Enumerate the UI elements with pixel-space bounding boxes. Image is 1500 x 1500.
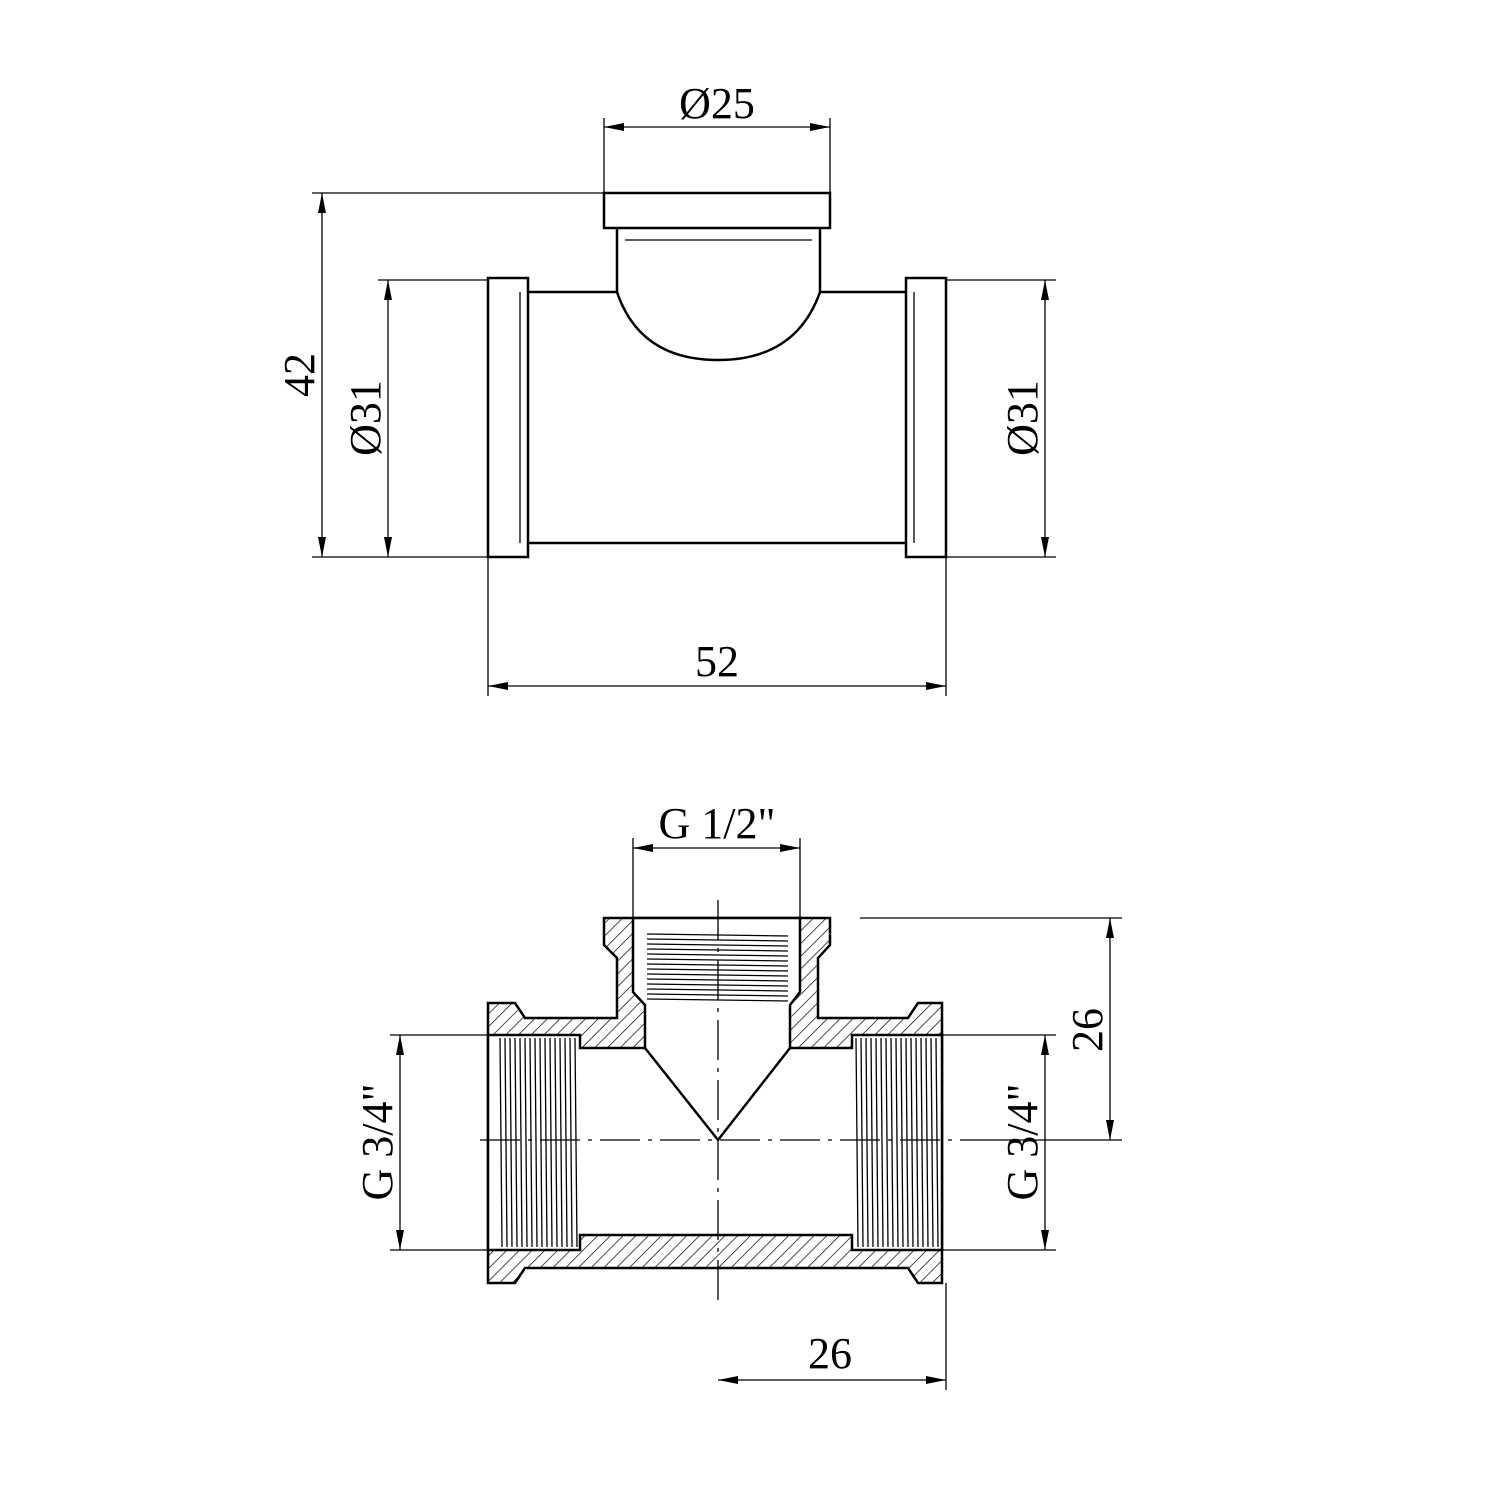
dim-branch-thread: G 1/2" xyxy=(659,799,776,848)
thread-line xyxy=(544,1037,548,1248)
thread-line xyxy=(514,1037,518,1248)
thread-line xyxy=(885,1037,889,1248)
flange-edges xyxy=(519,292,915,543)
dim-half-length: 26 xyxy=(808,1329,852,1378)
thread-line xyxy=(860,1037,864,1248)
thread-line xyxy=(524,1037,528,1248)
thread-line xyxy=(529,1037,533,1248)
thread-line xyxy=(935,1037,939,1248)
thread-line xyxy=(905,1037,909,1248)
thread-line xyxy=(646,943,789,947)
thread-line xyxy=(880,1037,884,1248)
thread-line xyxy=(574,1037,578,1248)
branch-neck xyxy=(615,228,822,362)
thread-line xyxy=(915,1037,919,1248)
thread-line xyxy=(504,1037,508,1248)
thread-line xyxy=(549,1037,553,1248)
dim-branch-height: 26 xyxy=(1063,1008,1112,1052)
tee-section-view xyxy=(480,900,965,1305)
thread-line xyxy=(925,1037,929,1248)
thread-line xyxy=(646,953,789,957)
dim-right-thread: G 3/4" xyxy=(998,1084,1047,1201)
thread-line xyxy=(534,1037,538,1248)
thread-lines xyxy=(499,933,939,1248)
main-body xyxy=(528,290,906,545)
thread-line xyxy=(519,1037,523,1248)
dim-length: 52 xyxy=(695,637,739,686)
branch-cap xyxy=(602,191,832,230)
dim-right-diameter: Ø31 xyxy=(998,380,1047,456)
left-flange xyxy=(486,276,530,559)
thread-line xyxy=(875,1037,879,1248)
top-dimensions: Ø25 42 Ø31 Ø31 52 xyxy=(275,79,1056,696)
thread-line xyxy=(930,1037,934,1248)
dim-left-diameter: Ø31 xyxy=(341,380,390,456)
dim-branch-diameter: Ø25 xyxy=(679,79,755,128)
thread-line xyxy=(539,1037,543,1248)
thread-line xyxy=(910,1037,914,1248)
thread-line xyxy=(559,1037,563,1248)
thread-line xyxy=(870,1037,874,1248)
thread-line xyxy=(499,1037,503,1248)
tee-top-view xyxy=(486,191,948,559)
section-dimensions: G 1/2" 26 G 3/4" G 3/4" 26 xyxy=(353,799,1122,1390)
thread-line xyxy=(569,1037,573,1248)
thread-line xyxy=(554,1037,558,1248)
thread-line xyxy=(890,1037,894,1248)
thread-line xyxy=(900,1037,904,1248)
thread-line xyxy=(855,1037,859,1248)
thread-line xyxy=(509,1037,513,1248)
thread-line xyxy=(865,1037,869,1248)
dim-height: 42 xyxy=(275,353,324,397)
right-flange xyxy=(904,276,948,559)
thread-line xyxy=(920,1037,924,1248)
thread-line xyxy=(564,1037,568,1248)
dim-left-thread: G 3/4" xyxy=(353,1084,402,1201)
thread-line xyxy=(895,1037,899,1248)
